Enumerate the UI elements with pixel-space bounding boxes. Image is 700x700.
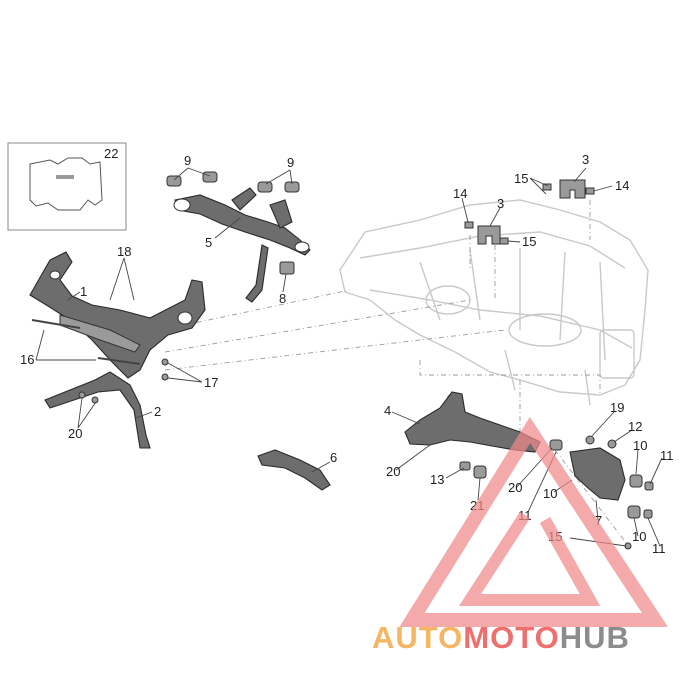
callout-20b: 20 [386,464,400,479]
leader-lines [35,167,663,547]
brand-part-hub: HUB [560,620,630,655]
callout-19: 19 [610,400,624,415]
watermark-logo [399,417,668,627]
callout-17: 17 [204,375,218,390]
callout-3b: 3 [497,196,504,211]
callout-10b: 10 [543,486,557,501]
callout-15b: 15 [522,234,536,249]
front-subframe-part [29,251,206,379]
callout-20c: 20 [508,480,522,495]
callout-5: 5 [205,235,212,250]
bolts-16 [31,319,141,365]
callout-4: 4 [384,403,391,418]
callout-12: 12 [628,419,642,434]
mount-plate-7-part [569,447,626,501]
lower-bracket-part [44,371,151,449]
callout-3a: 3 [582,152,589,167]
hardware-set [78,358,654,550]
callout-7: 7 [595,513,602,528]
callout-8: 8 [279,291,286,306]
callout-2: 2 [154,404,161,419]
callout-18: 18 [117,244,131,259]
callout-11a: 11 [660,448,674,463]
callout-1: 1 [80,284,87,299]
callout-14a: 14 [615,178,629,193]
callout-9a: 9 [184,153,191,168]
callout-9b: 9 [287,155,294,170]
brand-part-auto: AUTO [372,620,463,655]
callout-10c: 10 [632,529,646,544]
brand-wordmark: AUTOMOTOHUB [372,620,630,655]
clamp-parts [464,179,595,245]
logo-triangle-inner [458,511,601,606]
callout-11c: 11 [652,541,666,556]
main-frame-ghost [339,199,649,406]
callout-13: 13 [430,472,444,487]
callout-15a: 15 [514,171,528,186]
callout-10a: 10 [633,438,647,453]
logo-triangle-outer [399,417,668,627]
callout-16: 16 [20,352,34,367]
callout-20a: 20 [68,426,82,441]
callout-22: 22 [104,146,118,161]
bracket-6-part [257,449,331,491]
alignment-lines [164,200,631,549]
cover-plate-part [29,157,103,211]
callout-6: 6 [330,450,337,465]
rubber-bushings [166,171,300,193]
brand-part-moto: MOTO [463,620,559,655]
part-8 [279,261,295,275]
callout-14b: 14 [453,186,467,201]
upper-bracket-part [173,187,311,303]
inset-box [7,142,127,231]
